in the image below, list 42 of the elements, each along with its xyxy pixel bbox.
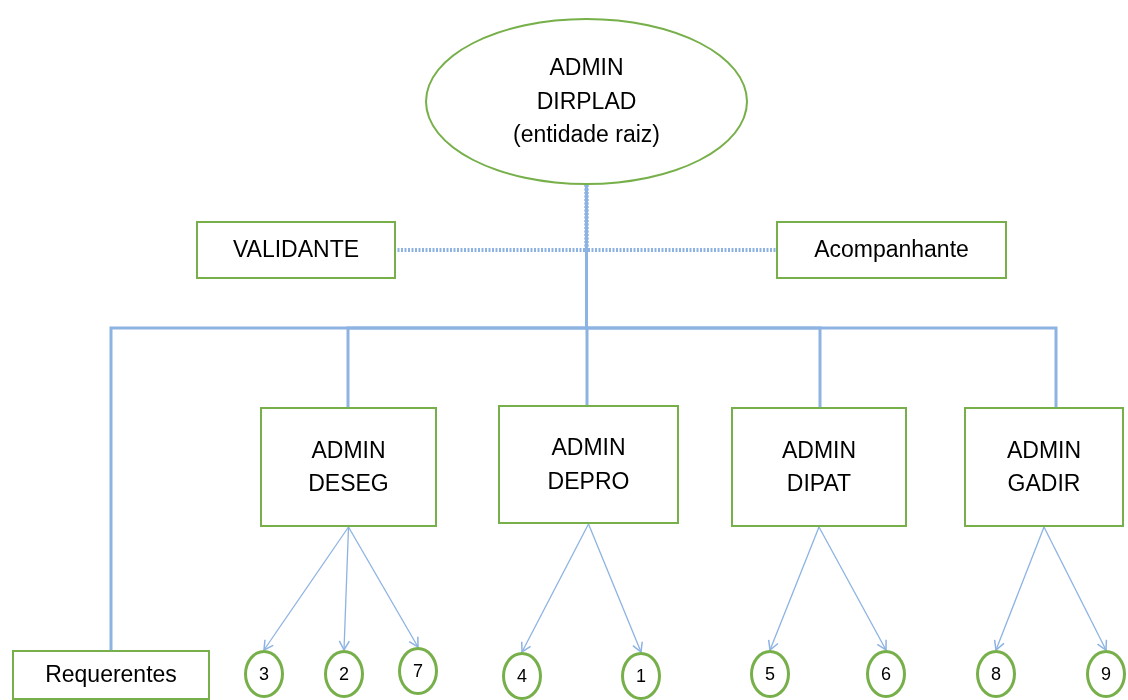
role-box xyxy=(731,407,907,527)
role-box xyxy=(776,221,1007,279)
node-number: 7 xyxy=(413,659,423,683)
node-label: ADMIN GADIR xyxy=(1005,435,1083,498)
role-box xyxy=(498,405,679,524)
arrow xyxy=(818,526,887,651)
node-number: 6 xyxy=(881,662,891,686)
node-label: ADMIN DIRPLAD (entidade raiz) xyxy=(512,53,661,150)
number-circle xyxy=(398,647,438,695)
role-box xyxy=(260,407,437,527)
number-circle xyxy=(866,650,906,698)
number-circle xyxy=(621,652,661,700)
arrow xyxy=(587,523,643,653)
node-label: ADMIN DESEG xyxy=(307,435,390,498)
arrow xyxy=(993,526,1045,651)
arrow xyxy=(347,526,419,648)
node-number: 3 xyxy=(259,662,269,686)
arrow xyxy=(520,523,590,653)
number-circle xyxy=(244,650,284,698)
node-label: VALIDANTE xyxy=(232,235,360,265)
arrow xyxy=(1043,526,1108,651)
node-label: Acompanhante xyxy=(814,235,969,265)
node-number: 4 xyxy=(517,664,527,688)
role-box xyxy=(964,407,1124,527)
node-label: Requerentes xyxy=(45,660,177,690)
number-circle xyxy=(1086,650,1126,698)
arrow xyxy=(338,526,351,651)
node-number: 2 xyxy=(339,662,349,686)
node-label: ADMIN DIPAT xyxy=(780,435,858,498)
role-box xyxy=(196,221,396,279)
node-number: 9 xyxy=(1101,662,1111,686)
node-number: 5 xyxy=(765,662,775,686)
number-circle xyxy=(502,652,542,700)
node-number: 8 xyxy=(991,662,1001,686)
node-number: 1 xyxy=(636,664,646,688)
number-circle xyxy=(750,650,790,698)
role-box xyxy=(12,650,210,700)
number-circle xyxy=(324,650,364,698)
node-label: ADMIN DEPRO xyxy=(546,433,631,496)
arrow xyxy=(767,526,820,651)
number-circle xyxy=(976,650,1016,698)
arrow xyxy=(263,526,350,651)
